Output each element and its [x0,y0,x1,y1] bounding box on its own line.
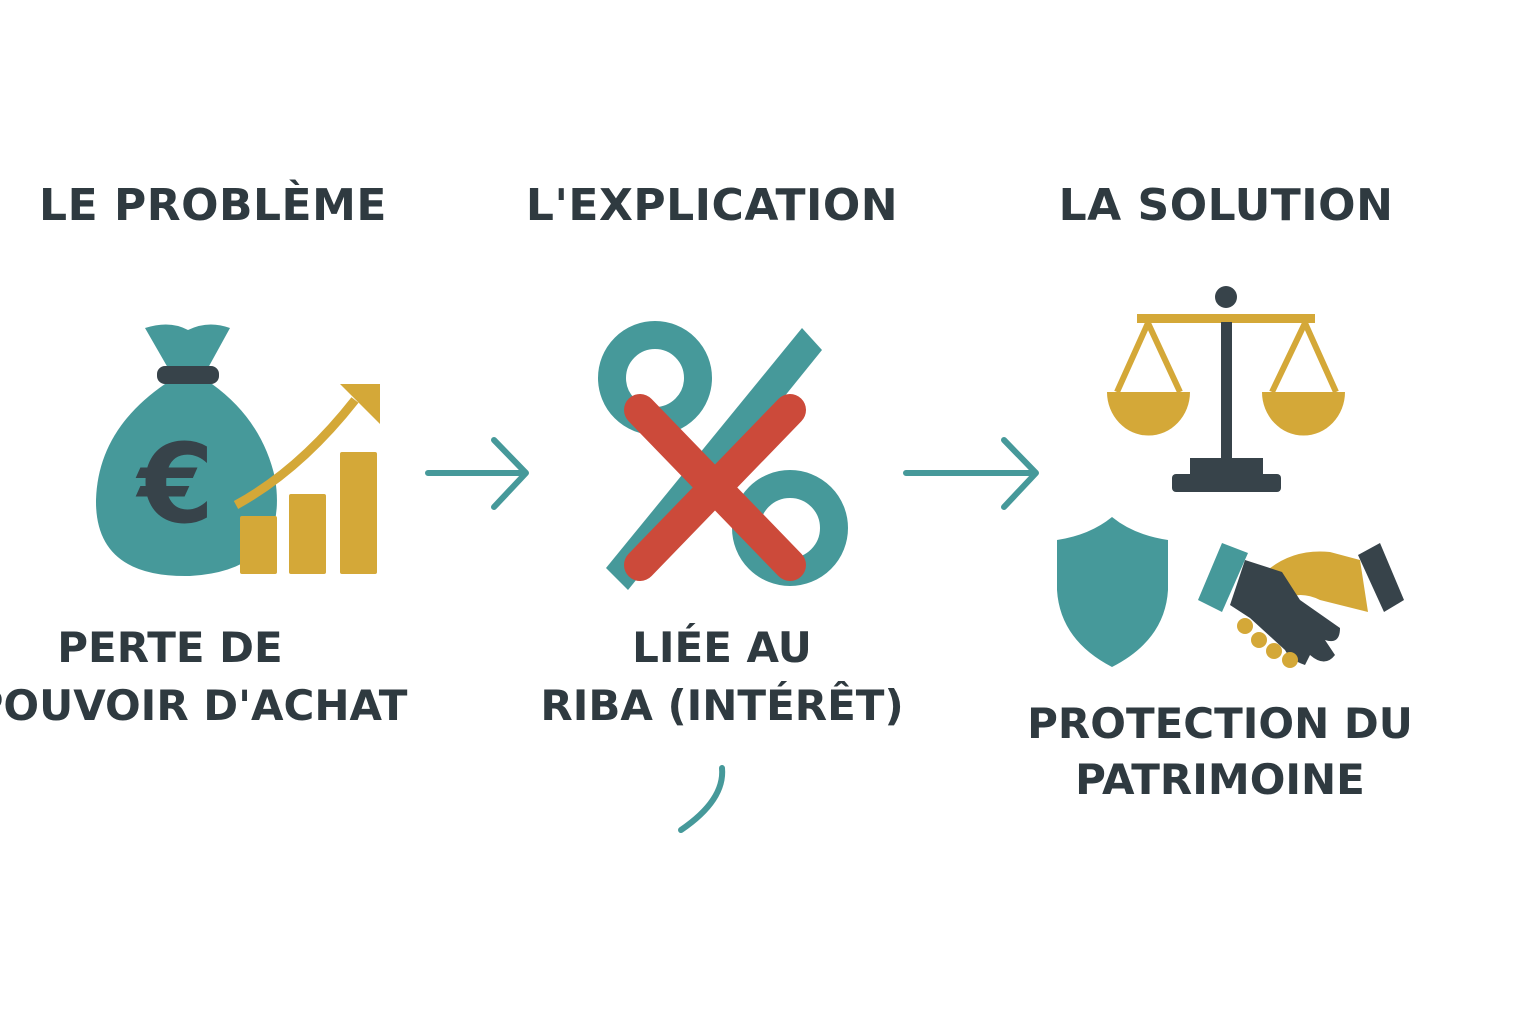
label-line: PROTECTION DU [1027,699,1413,748]
step-label-explanation: LIÉE AU RIBA (INTÉRÊT) [540,619,903,735]
step-title-problem: LE PROBLÈME [39,180,387,231]
cross-icon [624,394,806,581]
euro-icon: € [135,420,215,548]
arrow-right-icon [425,437,529,510]
step-title-solution: LA SOLUTION [1058,180,1394,231]
label-line: PATRIMOINE [1075,755,1365,804]
label-line: POUVOIR D'ACHAT [0,681,408,730]
chart-bar-icon [289,494,326,574]
shield-icon [1057,517,1168,667]
scales-icon [1107,286,1345,492]
arrow-right-icon [903,437,1039,510]
step-title-explanation: L'EXPLICATION [525,180,899,231]
step-label-problem: PERTE DE POUVOIR D'ACHAT [0,619,407,735]
label-line: LIÉE AU [632,623,812,672]
decorative-curve-icon [678,765,726,833]
chart-bar-icon [240,516,277,574]
money-bag-icon [145,324,230,368]
step-label-solution: PROTECTION DU PATRIMOINE [1027,696,1413,808]
money-bag-growth-icon: € [95,324,380,577]
label-line: PERTE DE [57,623,283,672]
handshake-icon [1198,543,1404,668]
label-line: RIBA (INTÉRÊT) [540,681,904,730]
crossed-percent-icon [598,321,848,590]
trend-arrow-icon [233,397,359,509]
chart-bar-icon [340,452,377,574]
